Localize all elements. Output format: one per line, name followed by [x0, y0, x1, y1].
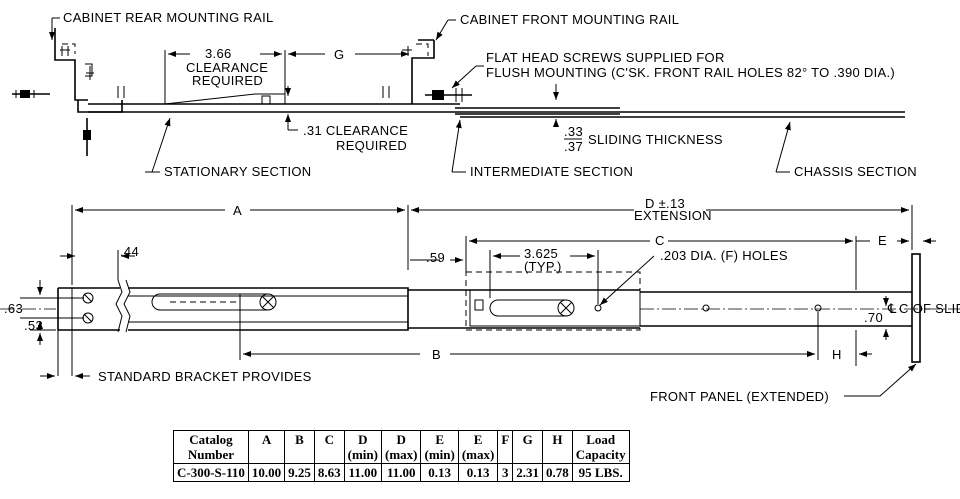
table-header-cell: G — [512, 430, 544, 464]
dim-b: B — [432, 347, 441, 362]
label-front-panel: FRONT PANEL (EXTENDED) — [650, 389, 829, 404]
top-view-annotations: CABINET REAR MOUNTING RAIL CABINET FRONT… — [49, 10, 917, 179]
table-cell: 0.78 — [542, 463, 573, 482]
header-bottom — [318, 447, 341, 462]
header-top: D — [358, 432, 368, 447]
label-chassis: CHASSIS SECTION — [794, 164, 917, 179]
header-bottom: (min) — [424, 447, 455, 462]
sliding-top: .33 — [564, 124, 583, 139]
table-header-cell: H — [542, 430, 573, 464]
dim-3-66: 3.66 — [205, 46, 232, 61]
dim-e: E — [878, 233, 887, 248]
table-header-cell: B — [284, 430, 315, 464]
dim-a: A — [233, 203, 242, 218]
table-header-cell: D(max) — [380, 430, 422, 464]
table-cell: C-300-S-110 — [173, 463, 249, 482]
table-header-cell: C — [313, 430, 345, 464]
plan-view-annotations: A D ±.13 EXTENSION .44 .59 C 3.625 (TYP.… — [4, 196, 960, 404]
screw-icon — [425, 88, 472, 102]
centerline-symbol: ℄ — [887, 301, 897, 316]
dim-63: .63 — [4, 301, 23, 316]
hole-icon — [594, 304, 602, 312]
screw-icon — [12, 90, 50, 98]
header-bottom: (max) — [384, 447, 418, 462]
header-bottom — [546, 447, 569, 462]
sliding-bottom: .37 — [564, 139, 583, 154]
dim-d: D ±.13 — [645, 196, 685, 211]
header-top: Load — [586, 432, 616, 447]
hole-icon — [702, 304, 710, 312]
extension: EXTENSION — [634, 208, 712, 223]
header-bottom — [501, 447, 509, 462]
label-intermediate: INTERMEDIATE SECTION — [470, 164, 633, 179]
sliding-text: SLIDING THICKNESS — [588, 132, 723, 147]
label-holes: .203 DIA. (F) HOLES — [660, 248, 788, 263]
table-cell: 3 — [497, 463, 514, 482]
clearance-line1: CLEARANCE — [186, 60, 268, 75]
dim-h: H — [832, 347, 842, 362]
header-top: F — [501, 432, 510, 447]
label-front-rail: CABINET FRONT MOUNTING RAIL — [460, 12, 679, 27]
dim-g-top: G — [334, 47, 344, 62]
header-top: G — [522, 432, 533, 447]
table-cell: 11.00 — [380, 463, 422, 482]
header-top: E — [473, 432, 483, 447]
slide-drawing: CABINET REAR MOUNTING RAIL CABINET FRONT… — [0, 10, 960, 404]
header-bottom: Capacity — [575, 447, 626, 462]
table-header-cell: A — [247, 430, 286, 464]
header-top: A — [261, 432, 272, 447]
header-top: C — [324, 432, 334, 447]
header-bottom — [288, 447, 311, 462]
screws-line1: FLAT HEAD SCREWS SUPPLIED FOR — [486, 50, 725, 65]
dim-c: C — [655, 233, 665, 248]
header-top: E — [435, 432, 444, 447]
header-top: Catalog — [189, 432, 233, 447]
header-bottom — [252, 447, 281, 462]
typ: (TYP.) — [524, 259, 562, 274]
clearance-line2: REQUIRED — [192, 73, 263, 88]
table-header-cell: D(min) — [343, 430, 382, 464]
header-bottom: (min) — [347, 447, 378, 462]
label-stationary: STATIONARY SECTION — [164, 164, 311, 179]
dim-70: .70 — [864, 310, 883, 325]
dim-53: .53 — [24, 318, 43, 333]
table-cell: 8.63 — [313, 463, 345, 482]
header-bottom — [516, 447, 539, 462]
screw-icon — [83, 118, 91, 156]
dim-44: .44 — [120, 244, 139, 259]
label-bracket: STANDARD BRACKET PROVIDES — [98, 369, 312, 384]
plan-view — [0, 253, 960, 363]
clearance2-line1: .31 CLEARANCE — [303, 123, 408, 138]
header-bottom: Number — [187, 447, 235, 462]
table-header-cell: E(min) — [420, 430, 459, 464]
side-view — [12, 28, 905, 156]
clearance2-line2: REQUIRED — [336, 138, 407, 153]
table-cell: 95 LBS. — [571, 463, 630, 482]
hole-icon — [814, 304, 822, 312]
table-header-cell: F — [497, 430, 514, 464]
table-cell: 9.25 — [284, 463, 315, 482]
dim-59: .59 — [426, 250, 445, 265]
table-cell: 10.00 — [247, 463, 286, 482]
header-top: D — [396, 432, 406, 447]
table-cell: 2.31 — [512, 463, 544, 482]
table-header-cell: E(max) — [457, 430, 499, 464]
header-top: H — [552, 432, 563, 447]
table-cell: 0.13 — [420, 463, 459, 482]
dim-3625: 3.625 — [524, 246, 558, 261]
screws-line2: FLUSH MOUNTING (C'SK. FRONT RAIL HOLES 8… — [486, 65, 895, 80]
label-rear-rail: CABINET REAR MOUNTING RAIL — [63, 10, 274, 25]
header-bottom: (max) — [461, 447, 495, 462]
cl-slide: C OF SLIDE — [899, 301, 960, 316]
header-top: B — [295, 432, 304, 447]
table-cell: 11.00 — [343, 463, 382, 482]
table-cell: 0.13 — [457, 463, 499, 482]
